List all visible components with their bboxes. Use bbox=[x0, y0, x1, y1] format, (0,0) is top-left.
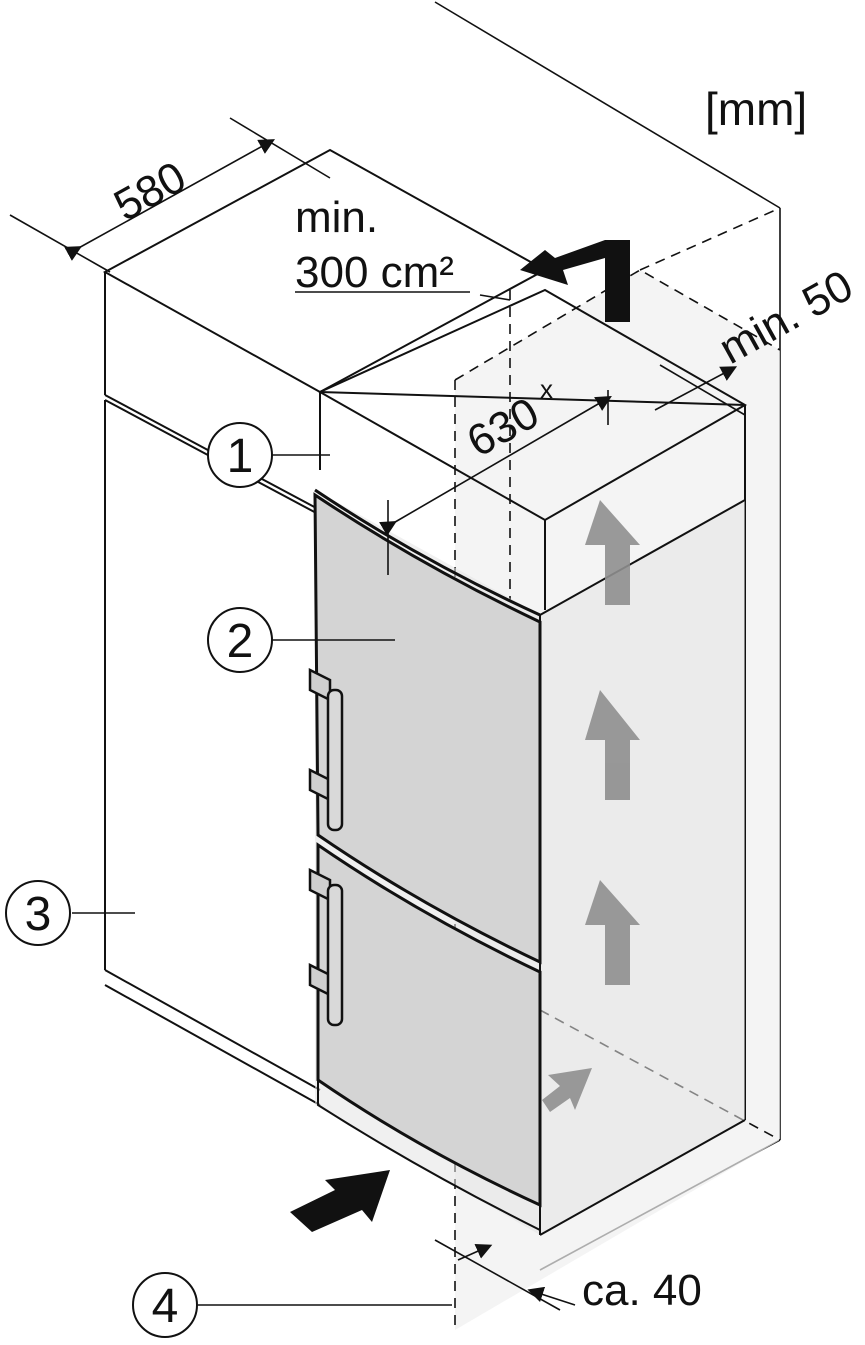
vent-area-label: 300 cm² bbox=[295, 248, 454, 297]
lower-door-handle bbox=[308, 867, 344, 1027]
gap-front-label: ca. 40 bbox=[582, 1266, 702, 1315]
upper-door-handle bbox=[308, 667, 344, 832]
lower-door bbox=[316, 842, 542, 1208]
callout-3: 3 bbox=[5, 880, 71, 946]
callout-1: 1 bbox=[207, 422, 273, 488]
callout-number-1: 1 bbox=[227, 430, 254, 483]
callout-number-2: 2 bbox=[227, 615, 254, 668]
callouts: 1 2 3 4 bbox=[5, 422, 452, 1338]
callout-4: 4 bbox=[132, 1272, 198, 1338]
side-cabinet bbox=[104, 399, 321, 1106]
unit-label: [mm] bbox=[705, 83, 807, 135]
callout-number-4: 4 bbox=[152, 1280, 179, 1333]
callout-2: 2 bbox=[207, 607, 273, 673]
upper-door bbox=[313, 492, 542, 965]
airflow-arrow-inflow bbox=[542, 1068, 592, 1112]
airflow-arrow-up bbox=[585, 690, 640, 800]
vent-min-label: min. bbox=[295, 193, 378, 242]
dimension-580: 580 bbox=[106, 152, 194, 230]
callout-number-3: 3 bbox=[25, 888, 52, 941]
gap-top-label: min. 50 bbox=[711, 261, 861, 374]
dimension-lines bbox=[9, 117, 746, 1311]
black-arrows bbox=[290, 240, 630, 1232]
intake-arrow bbox=[290, 1170, 390, 1232]
dimension-630-note: x bbox=[540, 374, 553, 404]
refrigerator bbox=[308, 488, 746, 1236]
exhaust-arrow bbox=[520, 240, 630, 322]
airflow-arrow-up bbox=[585, 880, 640, 985]
